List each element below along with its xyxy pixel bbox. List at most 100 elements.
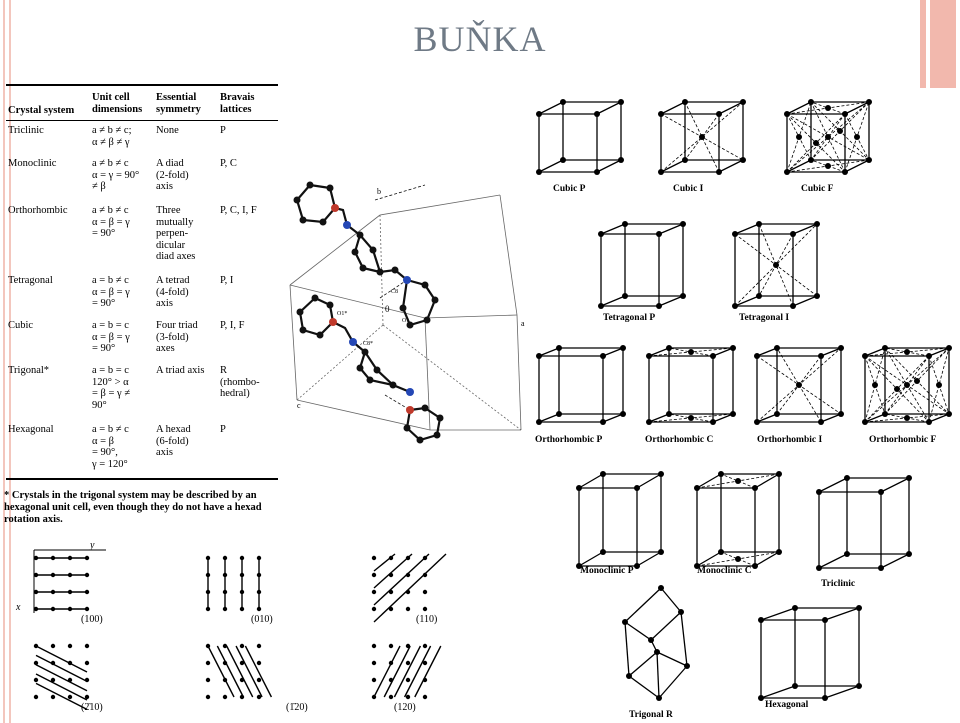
plane-line [244, 645, 273, 698]
lattice-point [658, 169, 664, 175]
lattice-point [239, 572, 245, 578]
lattice-point [682, 157, 688, 163]
lattice-edge [754, 473, 780, 489]
lattice-point [239, 660, 245, 666]
lattice-label: Tetragonal P [603, 313, 655, 323]
lattice-point [388, 606, 394, 612]
lattice-point [818, 353, 824, 359]
axis-label-c: c [297, 401, 301, 410]
lattice-point [658, 471, 664, 477]
molecule-unit-cell-diagram: b a c 0 O1* O1 C8* C8 [289, 181, 525, 444]
lattice-point [222, 555, 228, 561]
lattice-point [656, 231, 662, 237]
lattice-point [699, 134, 705, 140]
bravais-lattices-diagram: Cubic P Cubic I Cubic F Tetragonal P Tet… [535, 99, 952, 720]
lattice-point [222, 660, 228, 666]
lattice-point [732, 231, 738, 237]
lattice-point [405, 589, 411, 595]
lattice-point [694, 485, 700, 491]
left-border-line [9, 0, 11, 723]
lattice-point [774, 345, 780, 351]
lattice-edge [650, 611, 682, 641]
lattice-diagonal [864, 347, 886, 423]
lattice-point [33, 677, 39, 683]
plane-line [393, 645, 422, 698]
lattice-point [239, 694, 245, 700]
lattice-point [388, 643, 394, 649]
plane-line [35, 673, 88, 701]
lattice-edge [712, 413, 734, 423]
lattice-label: Cubic F [801, 184, 834, 194]
lattice-point [84, 660, 90, 666]
lattice-label: Trigonal R [629, 710, 673, 720]
lattice-point [50, 606, 56, 612]
lattice-point [716, 169, 722, 175]
lattice-point [371, 589, 377, 595]
cell-lattices: P, C [220, 158, 237, 169]
lattice-edge [734, 295, 760, 307]
lattice-point [648, 637, 654, 643]
lattice-point [906, 475, 912, 481]
lattice-point [758, 695, 764, 701]
lattice-point [620, 411, 626, 417]
lattice-label: Cubic I [673, 184, 704, 194]
cell-dimensions: a ≠ b ≠ c α = γ = 90° ≠ β [92, 158, 140, 192]
lattice-point [67, 660, 73, 666]
table-header: Unit cell dimensions [92, 92, 143, 115]
lattice-edge [844, 159, 870, 173]
lattice-point [646, 419, 652, 425]
lattice-point [50, 589, 56, 595]
lattice-label: Orthorhombic C [645, 435, 713, 445]
lattice-point [735, 556, 741, 562]
slide-title: BUŇKA [413, 19, 547, 59]
lattice-point [862, 353, 868, 359]
lattice-point [808, 99, 814, 105]
lattice-point [842, 111, 848, 117]
lattice-point [67, 606, 73, 612]
lattice-edge [928, 347, 950, 357]
lattice-point [67, 677, 73, 683]
lattice-point [556, 411, 562, 417]
lattice-point [33, 643, 39, 649]
lattice-edge [756, 347, 778, 357]
lattice-point [239, 606, 245, 612]
lattice-point [422, 694, 428, 700]
lattice-point [946, 411, 952, 417]
cell-symmetry: Three mutually perpen- dicular diad axes [156, 205, 196, 262]
plane-line [373, 553, 430, 606]
lattice-diagonal [810, 113, 846, 161]
lattice-point [222, 606, 228, 612]
cell-symmetry: Four triad (3-fold) axes [156, 320, 198, 354]
lattice-edge [820, 347, 842, 357]
lattice-edge [648, 347, 670, 357]
lattice-edge [648, 413, 670, 423]
atom-label: C8* [363, 341, 373, 347]
lattice-point [680, 221, 686, 227]
cell-system: Monoclinic [8, 158, 57, 169]
atom-label: O1 [402, 318, 409, 324]
lattice-point [740, 157, 746, 163]
lattice-edge [624, 621, 652, 641]
lattice-edge [658, 223, 684, 235]
lattice-point [752, 563, 758, 569]
lattice-diagonal [810, 101, 846, 115]
plane-line [403, 645, 432, 698]
lattice-point [822, 695, 828, 701]
lattice-edge [696, 473, 722, 489]
lattice-point [716, 111, 722, 117]
lattice-point [205, 660, 211, 666]
lattice-edge [824, 607, 860, 621]
plane-line [207, 645, 235, 698]
lattice-planes-diagram: y x (100) (010) (110) (2̄10) (1̄20) (120… [15, 540, 447, 713]
lattice-edge [792, 295, 818, 307]
lattice-edge [680, 611, 688, 667]
lattice-point [904, 349, 910, 355]
lattice-point [600, 549, 606, 555]
lattice-point [813, 140, 819, 146]
lattice-point [33, 589, 39, 595]
lattice-point [405, 677, 411, 683]
lattice-edge [578, 551, 604, 567]
lattice-point [536, 169, 542, 175]
lattice-diagonal [810, 101, 846, 173]
lattice-point [239, 555, 245, 561]
